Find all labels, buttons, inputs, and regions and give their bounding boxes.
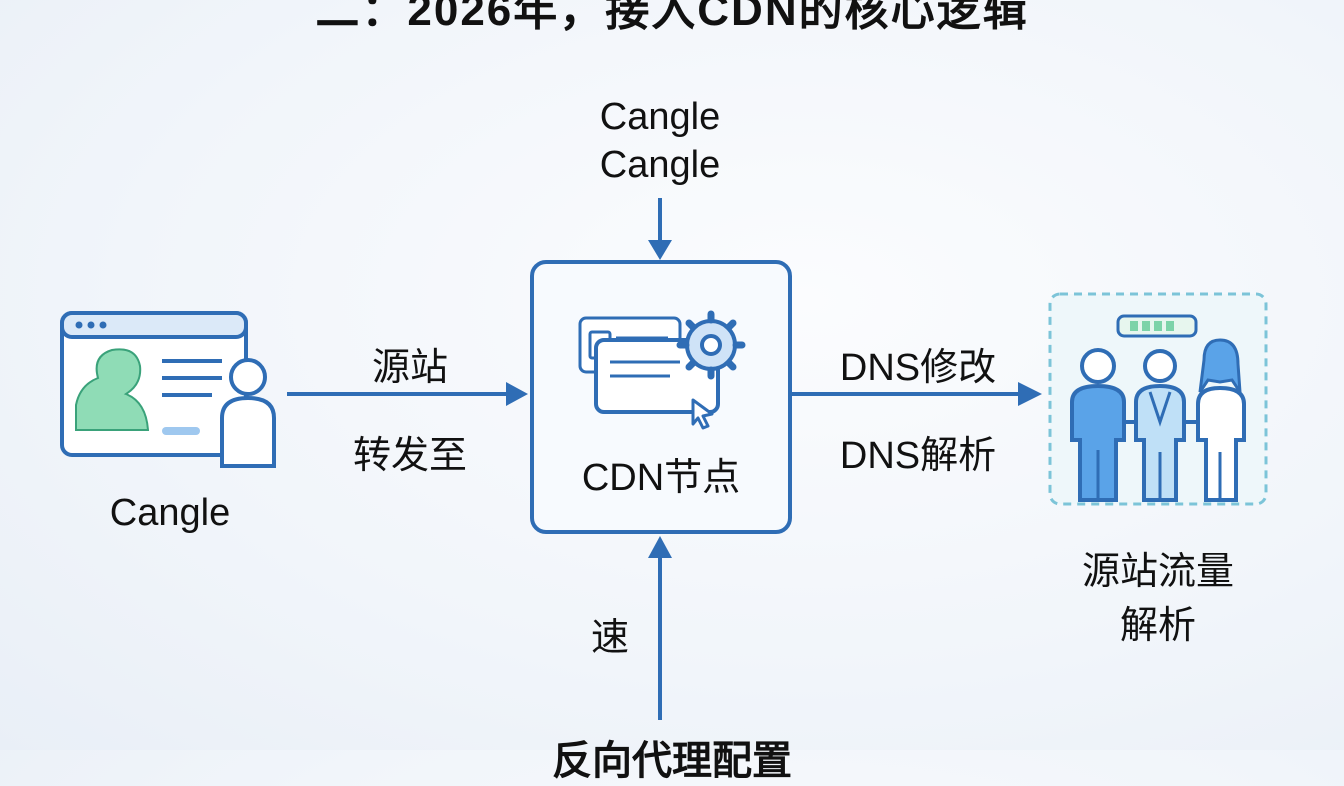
arrow-left-to-cdn <box>287 382 528 406</box>
diagram-title: 二：2026年，接入CDN的核心逻辑 <box>315 0 1029 35</box>
bottom-caption: 反向代理配置 <box>552 739 792 783</box>
gear-icon <box>676 310 746 380</box>
arrow-top-to-cdn <box>648 198 672 260</box>
right-edge-label-bottom: DNS解析 <box>839 435 997 477</box>
arrow-bottom-to-cdn <box>648 536 672 720</box>
left-node-label: Cangle <box>109 492 231 534</box>
left-edge-label-bottom: 转发至 <box>352 435 467 477</box>
left-edge-label-top: 源站 <box>371 347 448 389</box>
arrow-cdn-to-right <box>792 382 1042 406</box>
top-input-line2: Cangle <box>599 144 721 186</box>
right-edge-label-top: DNS修改 <box>839 347 997 389</box>
right-node-label-line2: 解析 <box>1119 605 1196 647</box>
browser-user-icon <box>60 311 276 468</box>
cursor-icon <box>691 398 714 430</box>
people-icon <box>1070 338 1246 502</box>
cdn-node-label: CDN节点 <box>581 457 741 499</box>
top-input-line1: Cangle <box>599 96 721 138</box>
diagram-canvas <box>60 198 1268 720</box>
bottom-edge-label: 速 <box>590 617 629 659</box>
right-node-label-line1: 源站流量 <box>1081 551 1234 593</box>
